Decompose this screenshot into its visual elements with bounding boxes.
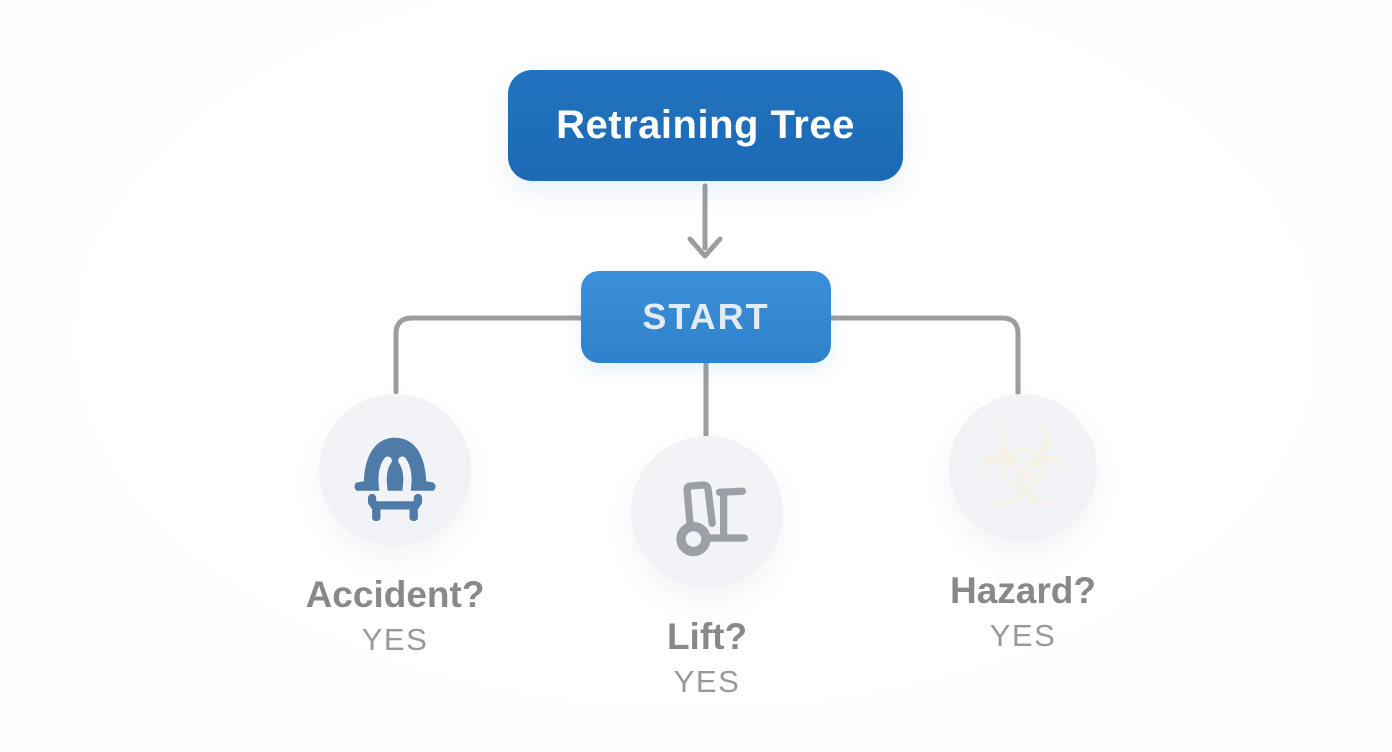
branch-lift: Lift? YES <box>577 436 837 700</box>
branch-lift-node[interactable] <box>631 436 783 588</box>
branch-lift-question: Lift? <box>666 616 748 657</box>
branch-accident: Accident? YES <box>265 394 525 658</box>
start-node-label: START <box>642 296 770 337</box>
hard-hat-icon <box>354 437 436 521</box>
branch-hazard-answer: YES <box>989 618 1057 653</box>
title-node: Retraining Tree <box>508 70 903 181</box>
start-node[interactable]: START <box>581 271 831 363</box>
branch-lift-answer: YES <box>673 664 741 699</box>
branch-accident-answer: YES <box>361 622 429 657</box>
arrow-head-icon <box>687 236 723 259</box>
diagram-title: Retraining Tree <box>556 103 855 147</box>
branch-hazard-question: Hazard? <box>950 570 1096 611</box>
branch-accident-question: Accident? <box>305 574 485 615</box>
forklift-icon <box>676 481 749 557</box>
biohazard-icon: ☣ <box>970 395 1076 533</box>
branch-accident-node[interactable] <box>319 394 471 546</box>
branch-hazard: ☣ Hazard? YES <box>893 394 1153 654</box>
branch-hazard-node[interactable]: ☣ <box>949 394 1097 542</box>
connector-start-to-hazard <box>828 315 1021 396</box>
connector-start-to-accident <box>393 315 584 395</box>
